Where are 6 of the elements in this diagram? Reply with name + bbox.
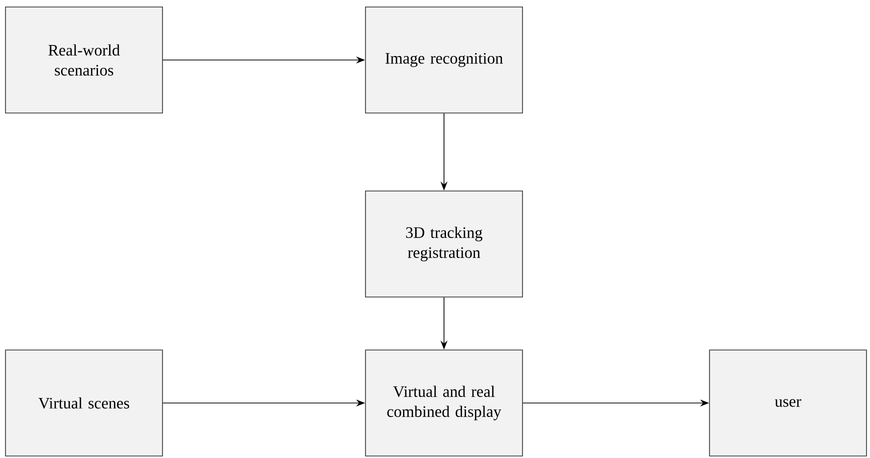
process-box: user — [709, 350, 867, 456]
process-box: Image recognition — [365, 6, 523, 114]
process-box: Real-world scenarios — [5, 6, 163, 114]
process-box: Virtual scenes — [5, 350, 163, 456]
process-box: 3D tracking registration — [365, 190, 523, 298]
process-box: Virtual and real combined display — [365, 350, 523, 456]
